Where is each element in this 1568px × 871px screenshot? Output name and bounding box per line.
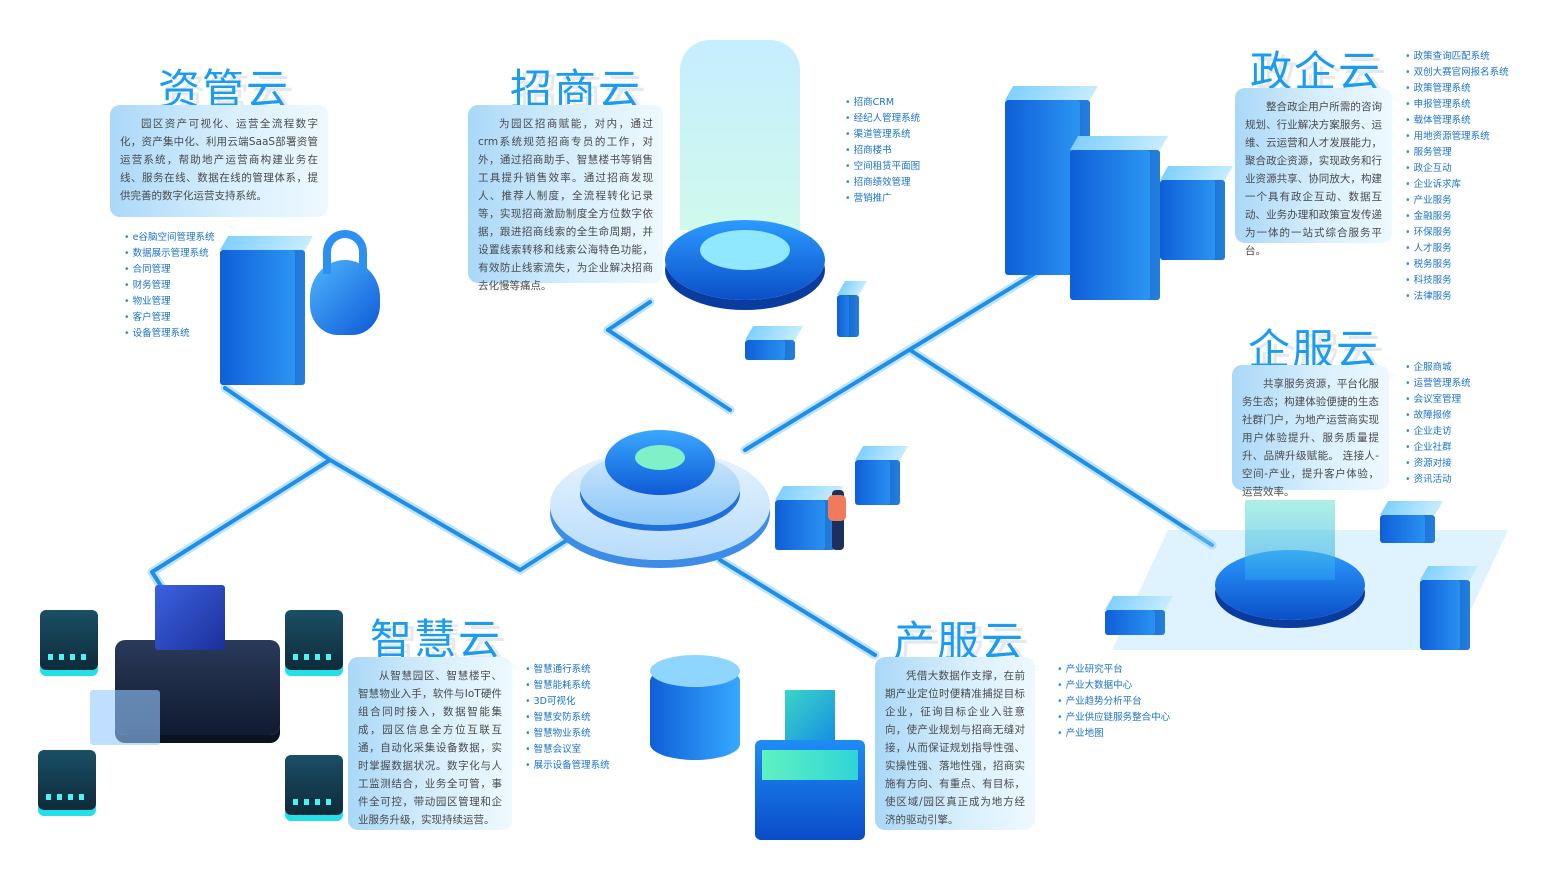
list-item: 服务管理 — [1405, 145, 1509, 161]
list-item: 载体管理系统 — [1405, 113, 1509, 129]
zhihui-description: 从智慧园区、智慧楼宇、智慧物业入手，软件与IoT硬件组合同时接入，数据智能集成，… — [348, 657, 512, 830]
list-item: 资源对接 — [1405, 456, 1471, 472]
zhihui-feature-list: 智慧通行系统 智慧能耗系统 3D可视化 智慧安防系统 智慧物业系统 智慧会议室 … — [525, 662, 610, 774]
zichan-description: 园区资产可视化、运营全流程数字化，资产集中化、利用云端SaaS部署资管运营系统，… — [110, 105, 328, 217]
list-item: 政策管理系统 — [1405, 81, 1509, 97]
list-item: 企业走访 — [1405, 424, 1471, 440]
list-item: 政策查询匹配系统 — [1405, 49, 1509, 65]
list-item: 企业社群 — [1405, 440, 1471, 456]
list-item: 招商CRM — [845, 95, 920, 111]
list-item: 招商楼书 — [845, 143, 920, 159]
list-item: 政企互动 — [1405, 161, 1509, 177]
list-item: 企业诉求库 — [1405, 177, 1509, 193]
chanfu-description: 凭借大数据作支撑，在前期产业定位时便精准捕捉目标企业，征询目标企业入驻意向，使产… — [875, 657, 1035, 830]
list-item: 设备管理系统 — [124, 326, 214, 342]
list-item: 产业服务 — [1405, 193, 1509, 209]
list-item: 数据展示管理系统 — [124, 246, 214, 262]
list-item: 税务服务 — [1405, 257, 1509, 273]
list-item: 产业供应链服务整合中心 — [1057, 710, 1171, 726]
list-item: 产业大数据中心 — [1057, 678, 1170, 694]
iot-devices-illustration — [30, 580, 350, 830]
list-item: 智慧物业系统 — [525, 726, 610, 742]
list-item: 经纪人管理系统 — [845, 111, 921, 127]
zhaoshang-description: 为园区招商赋能，对内，通过crm系统规范招商专员的工作，对外，通过招商助手、智慧… — [468, 105, 663, 292]
list-item: 营销推广 — [845, 191, 920, 207]
list-item: 法律服务 — [1405, 289, 1509, 305]
list-item: 空间租赁平面图 — [845, 159, 921, 175]
list-item: e谷脑空间管理系统 — [124, 230, 215, 246]
list-item: 渠道管理系统 — [845, 127, 920, 143]
list-item: 招商绩效管理 — [845, 175, 920, 191]
crm-hologram-illustration — [665, 40, 895, 370]
list-item: 财务管理 — [124, 278, 214, 294]
list-item: 产业研究平台 — [1057, 662, 1170, 678]
list-item: 用地资源管理系统 — [1405, 129, 1509, 145]
list-item: 合同管理 — [124, 262, 214, 278]
server-lock-illustration — [215, 225, 415, 390]
list-item: 物业管理 — [124, 294, 214, 310]
zhengqi-description: 整合政企用户所需的咨询规划、行业解决方案服务、运维、云运营和人才发展能力，聚合政… — [1235, 88, 1392, 257]
person-desk-illustration — [770, 430, 920, 570]
list-item: 双创大赛官网报名系统 — [1405, 65, 1509, 81]
zhaoshang-feature-list: 招商CRM 经纪人管理系统 渠道管理系统 招商楼书 空间租赁平面图 招商绩效管理… — [845, 95, 921, 207]
list-item: 智慧能耗系统 — [525, 678, 610, 694]
qifu-feature-list: 企服商城 运营管理系统 会议室管理 故障报修 企业走访 企业社群 资源对接 资讯… — [1405, 360, 1471, 488]
list-item: 客户管理 — [124, 310, 214, 326]
list-item: 智慧会议室 — [525, 742, 610, 758]
list-item: 3D可视化 — [525, 694, 610, 710]
list-item: 故障报修 — [1405, 408, 1471, 424]
qifu-description: 共享服务资源，平台化服务生态；构建体验便捷的生态社群门户，为地产运营商实现用户体… — [1232, 365, 1389, 498]
list-item: 产业趋势分析平台 — [1057, 694, 1170, 710]
chanfu-feature-list: 产业研究平台 产业大数据中心 产业趋势分析平台 产业供应链服务整合中心 产业地图 — [1057, 662, 1171, 742]
enterprise-service-platform-illustration — [1100, 490, 1510, 700]
list-item: 展示设备管理系统 — [525, 758, 610, 774]
list-item: 企服商城 — [1405, 360, 1471, 376]
list-item: 金融服务 — [1405, 209, 1509, 225]
zichan-feature-list: e谷脑空间管理系统 数据展示管理系统 合同管理 财务管理 物业管理 客户管理 设… — [124, 230, 215, 342]
list-item: 会议室管理 — [1405, 392, 1471, 408]
central-cloud-hub-illustration — [550, 410, 780, 560]
government-servers-illustration — [1000, 80, 1240, 305]
list-item: 产业地图 — [1057, 726, 1170, 742]
list-item: 人才服务 — [1405, 241, 1509, 257]
zhengqi-feature-list: 政策查询匹配系统 双创大赛官网报名系统 政策管理系统 申报管理系统 载体管理系统… — [1405, 49, 1509, 305]
list-item: 资讯活动 — [1405, 472, 1471, 488]
list-item: 申报管理系统 — [1405, 97, 1509, 113]
list-item: 智慧安防系统 — [525, 710, 610, 726]
list-item: 环保服务 — [1405, 225, 1509, 241]
database-server-illustration — [650, 650, 875, 850]
list-item: 科技服务 — [1405, 273, 1509, 289]
list-item: 智慧通行系统 — [525, 662, 610, 678]
list-item: 运营管理系统 — [1405, 376, 1471, 392]
